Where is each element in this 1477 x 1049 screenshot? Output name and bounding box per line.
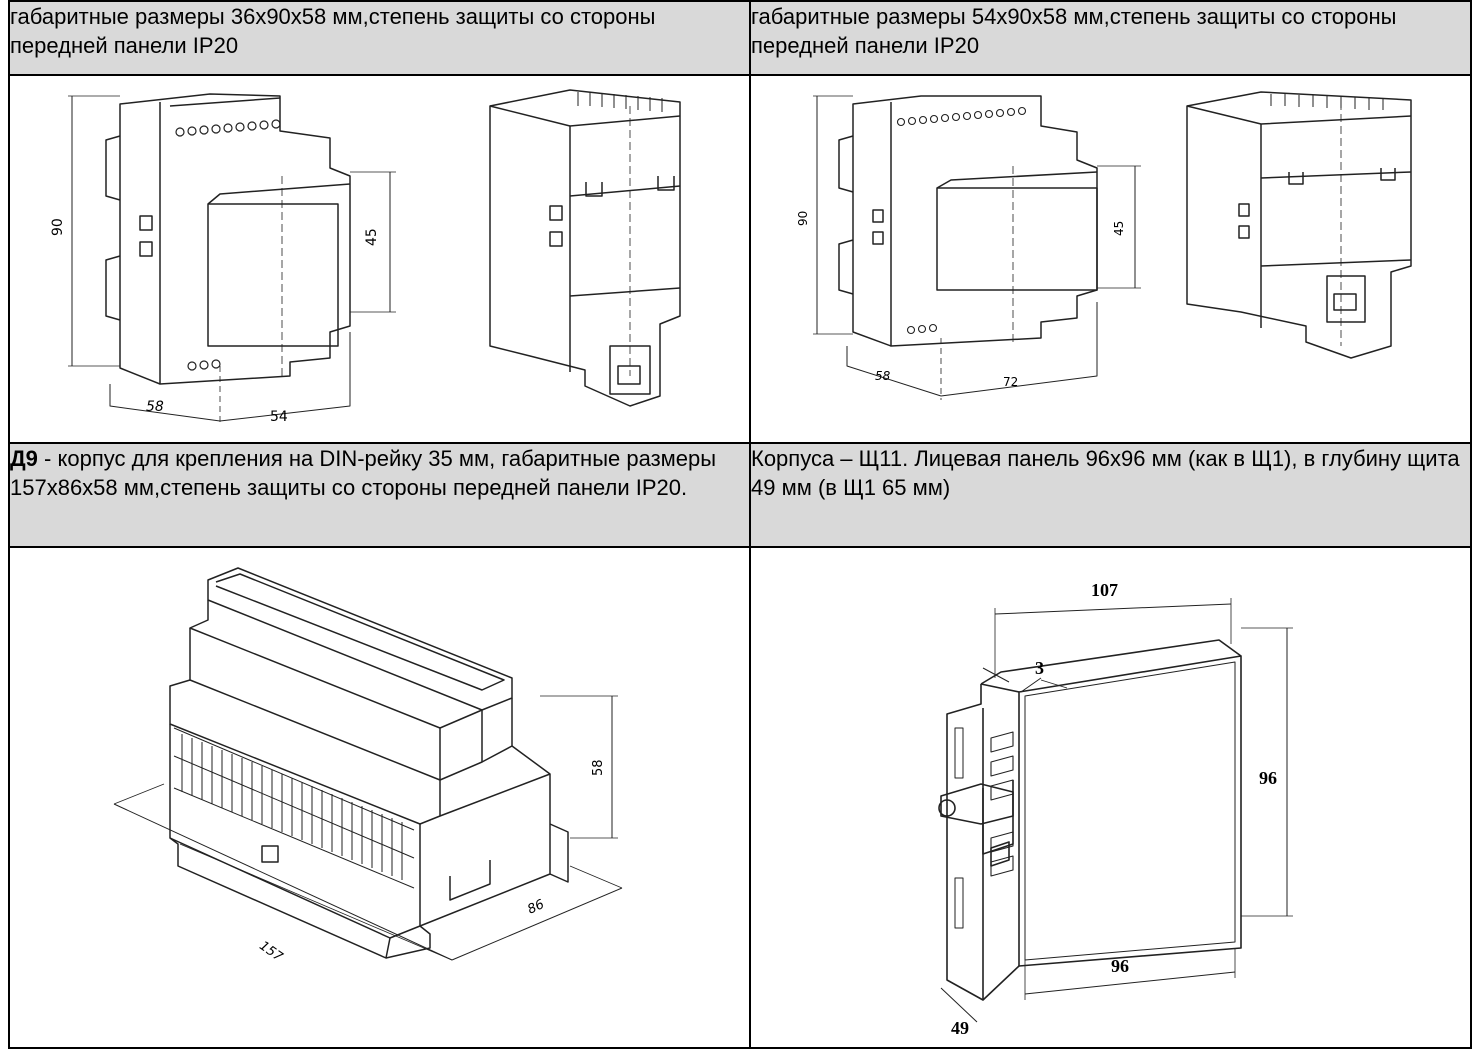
- dim-width-label: 96: [1111, 956, 1129, 976]
- dim-front-label: 45: [1112, 221, 1126, 236]
- housing-sch11-description: Корпуса – Щ11. Лицевая панель 96х96 мм (…: [751, 446, 1460, 500]
- din-housing-36mm-drawing: 90 45 58 54: [50, 89, 681, 426]
- panel-housing-sch11-drawing: 107 3 96 96 49: [938, 580, 1293, 1038]
- housing-d9-code: Д9: [10, 446, 38, 471]
- cell-54mm-housing-desc: габаритные размеры 54х90х58 мм,степень з…: [749, 0, 1472, 76]
- cell-d9-housing-desc: Д9 - корпус для крепления на DIN-рейку 3…: [8, 442, 751, 548]
- dim-length-label: 157: [256, 938, 286, 965]
- housing-spec-table: габаритные размеры 36х90х58 мм,степень з…: [8, 0, 1472, 1049]
- dim-depth-label: 86: [525, 897, 546, 918]
- cell-sch11-drawing: 107 3 96 96 49: [749, 546, 1472, 1049]
- dim-top-label: 107: [1091, 580, 1118, 600]
- housing-54mm-description: габаритные размеры 54х90х58 мм,степень з…: [751, 4, 1397, 58]
- dim-front-label: 45: [364, 228, 380, 246]
- dim-depth-label: 58: [146, 399, 164, 415]
- dim-height-label: 90: [796, 211, 810, 226]
- cell-d9-drawing: 157 86 58: [8, 546, 751, 1049]
- cell-36mm-drawing: 90 45 58 54: [8, 74, 751, 444]
- dim-depth-label: 49: [951, 1018, 969, 1038]
- dim-bezel-label: 3: [1035, 658, 1044, 678]
- din-housing-d9-drawing: 157 86 58: [113, 567, 623, 965]
- cell-36mm-housing-desc: габаритные размеры 36х90х58 мм,степень з…: [8, 0, 751, 76]
- cell-sch11-housing-desc: Корпуса – Щ11. Лицевая панель 96х96 мм (…: [749, 442, 1472, 548]
- dim-height-label: 90: [50, 218, 66, 236]
- dim-width-label: 72: [1003, 375, 1018, 389]
- dim-depth-label: 58: [875, 369, 891, 383]
- dim-height-label: 96: [1259, 768, 1277, 788]
- housing-d9-description: - корпус для крепления на DIN-рейку 35 м…: [10, 446, 717, 500]
- housing-36mm-description: габаритные размеры 36х90х58 мм,степень з…: [10, 4, 656, 58]
- cell-54mm-drawing: 90 45 58 72: [749, 74, 1472, 444]
- dim-height-label: 58: [591, 759, 606, 776]
- dim-width-label: 54: [270, 409, 288, 425]
- din-housing-54mm-drawing: 90 45 58 72: [796, 91, 1412, 400]
